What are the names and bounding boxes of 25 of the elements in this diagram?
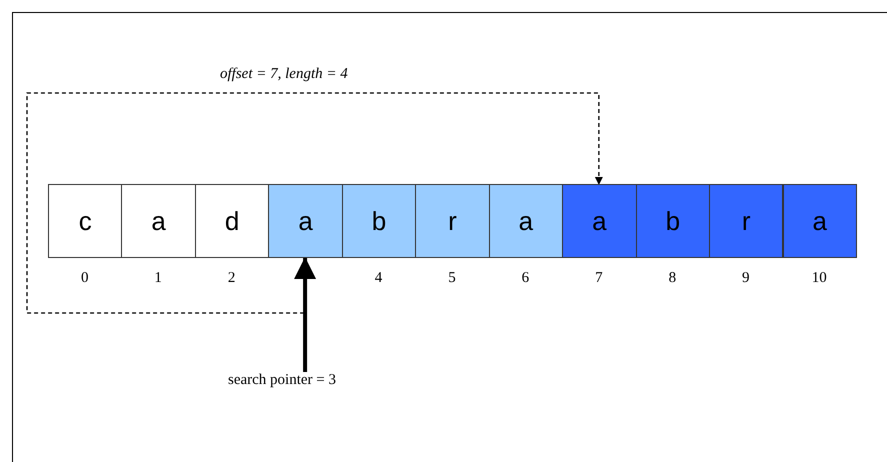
index-number: 7 <box>594 270 604 287</box>
index-number: 0 <box>80 270 90 287</box>
array-cell: a <box>268 184 343 258</box>
array-cell: b <box>636 184 710 258</box>
edge-label: offset = 7, length = 4 <box>220 66 348 83</box>
array-cell: c <box>48 184 122 258</box>
pointer-label: search pointer = 3 <box>228 372 336 389</box>
array-cell: a <box>488 184 564 258</box>
dashed-arrow <box>26 92 603 314</box>
index-number: 5 <box>447 270 457 287</box>
index-number: 1 <box>153 270 163 287</box>
index-number: 4 <box>374 270 384 287</box>
pointer-arrow <box>294 257 316 372</box>
array-cell: a <box>121 184 196 258</box>
index-number: 8 <box>668 270 678 287</box>
index-number: 10 <box>810 270 828 287</box>
array-cell: a <box>782 184 857 258</box>
array-cell: r <box>415 184 490 258</box>
array-cell: a <box>562 184 637 258</box>
index-number: 9 <box>741 270 751 287</box>
index-number: 2 <box>226 270 236 287</box>
array-cell: r <box>709 184 784 258</box>
array-cell: d <box>194 184 270 258</box>
index-number: 6 <box>520 270 530 287</box>
array-cell: b <box>342 184 416 258</box>
